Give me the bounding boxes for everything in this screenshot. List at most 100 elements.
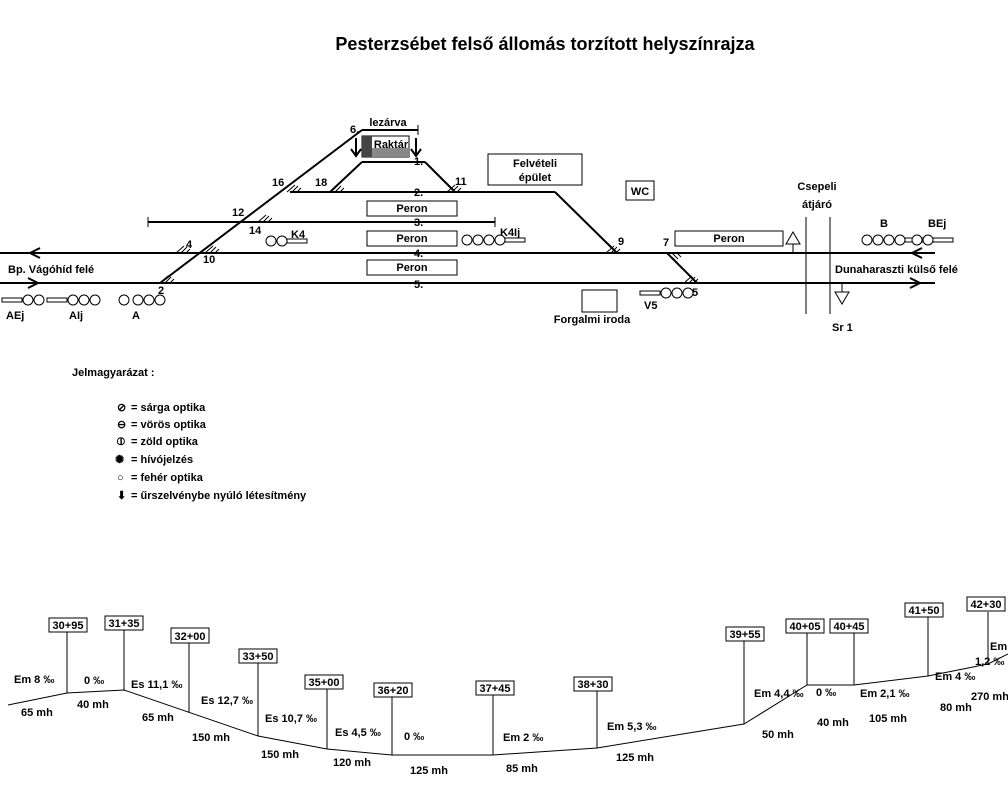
- track-label-2: 2.: [414, 187, 423, 199]
- svg-text:Es 12,7 ‰: Es 12,7 ‰: [201, 695, 253, 707]
- svg-text:1,2 ‰: 1,2 ‰: [975, 656, 1004, 668]
- platform-label: Peron: [396, 262, 427, 274]
- switch-7: 7: [663, 237, 669, 249]
- signal-b: B: [880, 218, 888, 230]
- profile-markers: [66, 612, 989, 755]
- arrow-down-icon: [350, 138, 362, 158]
- signal-a: A: [132, 310, 140, 322]
- felveteli-label-1: Felvételi: [513, 158, 557, 170]
- switch-4: 4: [186, 239, 193, 251]
- signal-v5: V5: [644, 300, 657, 312]
- legend-text: = űrszelvénybe nyúló létesítmény: [131, 490, 307, 502]
- felveteli-building: [487, 153, 583, 186]
- switch-9: 9: [618, 236, 624, 248]
- chainage-label: 40+05: [790, 621, 821, 633]
- csepeli-label-2: átjáró: [802, 199, 832, 211]
- signal-k4ij: K4Ij: [500, 227, 520, 239]
- svg-text:Em 2,1 ‰: Em 2,1 ‰: [860, 688, 910, 700]
- track-label-6: 6.: [350, 124, 359, 136]
- csepeli-label-1: Csepeli: [797, 181, 836, 193]
- legend-text: = fehér optika: [131, 472, 204, 484]
- svg-text:Es 11,1 ‰: Es 11,1 ‰: [131, 679, 182, 691]
- signal-aej: AEj: [6, 310, 24, 322]
- svg-text:0 ‰: 0 ‰: [84, 675, 104, 687]
- legend-symbol-icon: ○: [117, 472, 124, 484]
- legend-title: Jelmagyarázat :: [72, 367, 155, 379]
- arrow-down-icon: [410, 138, 422, 158]
- platform-label: Peron: [396, 233, 427, 245]
- legend-symbol-icon: ✺: [115, 454, 124, 466]
- signal-k4: K4: [291, 229, 306, 241]
- svg-text:125 mh: 125 mh: [410, 765, 448, 777]
- legend-symbol-icon: ⬇: [117, 490, 126, 502]
- chainage-label: 38+30: [578, 679, 609, 691]
- svg-text:125 mh: 125 mh: [616, 752, 654, 764]
- svg-text:270 mh: 270 mh: [971, 691, 1008, 703]
- gradient-labels: Em 8 ‰ 0 ‰ Es 11,1 ‰ Es 12,7 ‰ Es 10,7 ‰…: [14, 641, 1007, 744]
- chainage-label: 40+45: [834, 621, 865, 633]
- signal-sr1: Sr 1: [832, 322, 853, 334]
- arrow-right-icon: [27, 277, 39, 289]
- signal-lamps: [1, 234, 954, 306]
- vagohid-label: Bp. Vágóhíd felé: [8, 264, 94, 276]
- chainage-label: 32+00: [175, 631, 206, 643]
- switch-12: 12: [232, 207, 244, 219]
- platform-label: Peron: [713, 233, 744, 245]
- svg-text:Em 4 ‰: Em 4 ‰: [935, 671, 975, 683]
- track-2-right: [554, 191, 618, 254]
- platform-label: Peron: [396, 203, 427, 215]
- svg-text:120 mh: 120 mh: [333, 757, 371, 769]
- platform-1: [366, 200, 458, 217]
- length-labels: 65 mh 40 mh 65 mh 150 mh 150 mh 120 mh 1…: [21, 691, 1008, 777]
- track-label-5: 5.: [414, 279, 423, 291]
- chainage-boxes: 30+95 31+35 32+00 33+50 35+00 36+20 37+4…: [48, 596, 1006, 698]
- svg-text:85 mh: 85 mh: [506, 763, 538, 775]
- svg-text:105 mh: 105 mh: [869, 713, 907, 725]
- chainage-label: 36+20: [378, 685, 409, 697]
- svg-text:Es 4,5 ‰: Es 4,5 ‰: [335, 727, 381, 739]
- svg-text:0 ‰: 0 ‰: [404, 731, 424, 743]
- track-label-1: 1.: [414, 156, 423, 168]
- forgalmi-building: [581, 289, 618, 313]
- svg-text:150 mh: 150 mh: [261, 749, 299, 761]
- chainage-label: 30+95: [53, 620, 84, 632]
- legend-symbol-icon: ⦶: [116, 436, 125, 448]
- profile-line: [7, 653, 1008, 756]
- wc-building: [625, 180, 655, 201]
- lezarva-label: lezárva: [369, 117, 407, 129]
- felveteli-label-2: épület: [519, 172, 552, 184]
- svg-text:Em 5,3 ‰: Em 5,3 ‰: [607, 721, 657, 733]
- chainage-label: 39+55: [730, 629, 761, 641]
- svg-text:80 mh: 80 mh: [940, 702, 972, 714]
- svg-text:Em: Em: [990, 641, 1007, 653]
- svg-text:Es 10,7 ‰: Es 10,7 ‰: [265, 713, 317, 725]
- dunaharaszti-label: Dunaharaszti külső felé: [835, 264, 958, 276]
- legend-text: = hívójelzés: [131, 454, 193, 466]
- chainage-label: 33+50: [243, 651, 274, 663]
- switch-hatches: [159, 184, 699, 284]
- chainage-label: 41+50: [909, 605, 940, 617]
- sr1-signal-icon: [834, 284, 850, 305]
- signal-aij: AIj: [69, 310, 83, 322]
- svg-text:Em 2 ‰: Em 2 ‰: [503, 732, 543, 744]
- svg-text:65 mh: 65 mh: [142, 712, 174, 724]
- arrow-left-icon: [29, 247, 41, 259]
- legend: ⊘ = sárga optika ⊖ = vörös optika ⦶ = zö…: [115, 402, 307, 502]
- forgalmi-label: Forgalmi iroda: [554, 314, 631, 326]
- switch-5: 5: [692, 287, 698, 299]
- legend-text: = zöld optika: [131, 436, 199, 448]
- chainage-label: 35+00: [309, 677, 340, 689]
- switch-18: 18: [315, 177, 327, 189]
- page-title: Pesterzsébet felső állomás torzított hel…: [335, 34, 755, 54]
- svg-text:0 ‰: 0 ‰: [816, 687, 836, 699]
- svg-text:150 mh: 150 mh: [192, 732, 230, 744]
- platform-2: [366, 230, 458, 247]
- wc-label: WC: [631, 186, 649, 198]
- track-1-right: [424, 161, 456, 193]
- svg-text:40 mh: 40 mh: [817, 717, 849, 729]
- arrow-left-icon: [911, 247, 923, 259]
- track-connector-left: [159, 129, 363, 284]
- track-label-4: 4.: [414, 248, 423, 260]
- platform-3: [366, 259, 458, 276]
